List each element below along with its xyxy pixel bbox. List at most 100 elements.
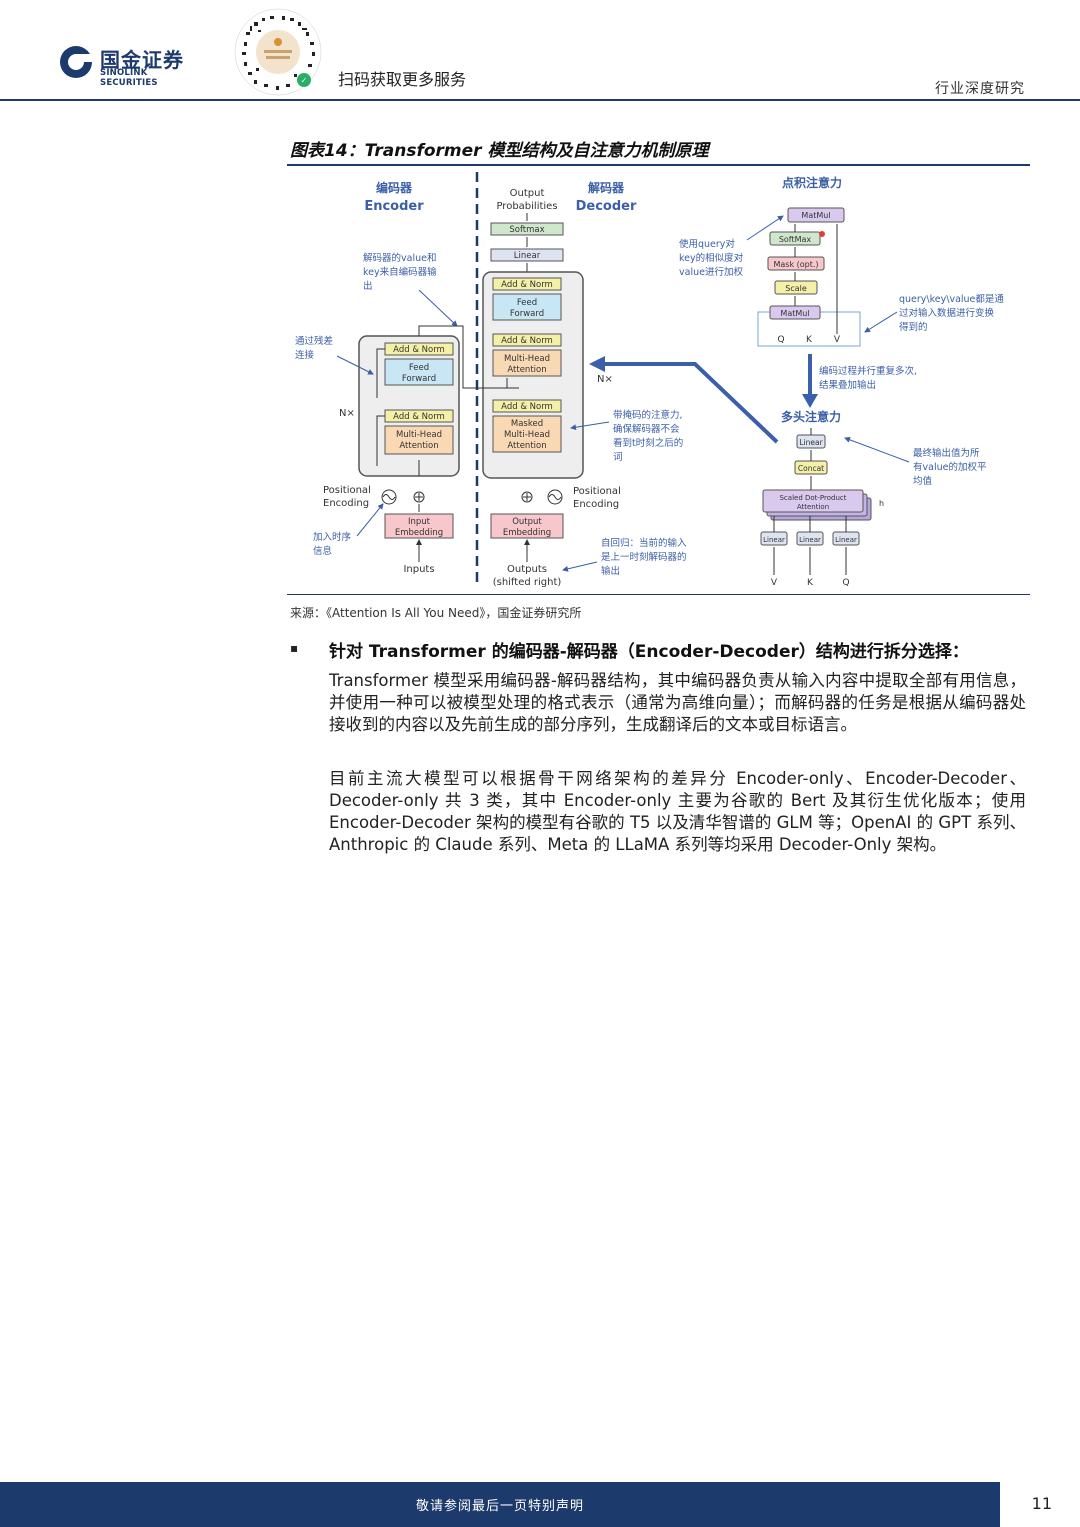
ann-repeat-line2: 结果叠加输出 [819,379,876,391]
ann-value-line2: key来自编码器输 [363,266,437,278]
ann-value-line1: 解码器的value和 [363,252,436,264]
paragraph-2: 目前主流大模型可以根据骨干网络架构的差异分 Encoder-only、Encod… [329,769,1026,854]
mh-linear-top-label: Linear [799,438,823,447]
decoder-add-norm-1-label: Add & Norm [501,280,553,290]
encoder-input-label-2: Embedding [395,528,443,538]
mh-k-label: K [807,578,814,588]
decoder-pos-label-1: Positional [573,486,621,497]
decoder-output-embedding [490,513,564,539]
outputs-label-1: Outputs [507,564,547,575]
transformer-diagram: 编码器 Encoder Add & Norm Feed Forward Add … [295,172,1004,588]
ann-mask-line1: 带掩码的注意力, [613,409,683,421]
decoder-mha-label-2: Attention [507,365,546,375]
decoder-multi-head-attention [492,349,562,377]
ann-query-line3: value进行加权 [679,266,743,278]
mh-sdpa-label-1: Scaled Dot-Product [779,494,846,502]
decoder-cn-label: 解码器 [588,180,625,195]
decoder-feed-forward [492,293,562,321]
encoder-multi-head-attention [384,425,454,455]
dot-softmax-label: SoftMax [779,235,812,244]
dot-matmul-bottom-label: MatMul [780,309,809,318]
encoder-mha-label-1: Multi-Head [396,430,442,440]
encoder-cn-label: 编码器 [375,180,413,195]
output-prob-label-2: Probabilities [496,201,557,212]
encoder-stack [358,335,460,477]
mh-linear-k-label: Linear [799,536,821,544]
ann-qkv-line3: 得到的 [899,321,928,333]
dot-scale [774,280,818,295]
figure-top-rule [287,164,1030,166]
decoder-pos-label-2: Encoding [573,499,619,510]
ann-mask-line2: 确保解码器不会 [613,423,680,435]
footer-disclaimer[interactable]: 敬请参阅最后一页特别声明 [415,1499,584,1514]
ann-query-line1: 使用query对 [679,238,735,250]
ann-residual-line1: 通过残差 [295,335,333,347]
decoder-masked-mha-label-1: Multi-Head [504,430,550,440]
ann-final-line1: 最终输出值为所 [913,447,980,459]
decoder-masked-label: Masked [511,419,543,429]
encoder-en-label: Encoder [364,199,424,214]
decoder-softmax [490,222,564,236]
decoder-add-norm-2-label: Add & Norm [501,336,553,346]
page-number: 11 [1031,1494,1052,1513]
dot-attention-title: 点积注意力 [782,175,842,190]
encoder-input-embedding [384,513,454,539]
decoder-masked-attention [492,415,562,453]
encoder-nx-label: N× [339,408,355,419]
ann-final-line3: 均值 [913,475,933,487]
logo-en-text: SINOLINK SECURITIES [100,68,158,88]
figure-bottom-rule [287,594,1030,595]
mh-v-label: V [771,578,778,588]
ann-residual-line2: 连接 [295,349,315,361]
highlight-arrow [601,362,779,444]
ann-auto-line3: 输出 [601,565,620,577]
decoder-add-norm-3-label: Add & Norm [501,402,553,412]
decoder-feed-label-1: Feed [517,298,537,308]
decoder-add-norm-1 [492,277,562,291]
header-divider [0,99,1080,101]
ann-value-line3: 出 [363,280,373,292]
document-type: 行业深度研究 [935,81,1025,97]
page-header: 国金证券 SINOLINK SECURITIES ✓ 扫码获取更多服务 行业深度… [0,0,1080,101]
figure-title: 图表14：Transformer 模型结构及自注意力机制原理 [290,141,709,161]
mh-linear-q-label: Linear [763,536,785,544]
decoder-add-norm-3 [492,399,562,413]
qr-code-icon[interactable]: ✓ [234,8,322,96]
ann-pos-line1: 加入时序 [313,531,352,543]
figure-source: 来源：《Attention Is All You Need》，国金证券研究所 [290,606,582,620]
decoder-nx-label: N× [597,374,613,385]
inputs-label: Inputs [403,564,434,575]
bullet-icon: ▪ [290,641,299,655]
decoder-output-label-2: Embedding [503,528,551,538]
encoder-pos-label-1: Positional [323,485,371,496]
ann-final-line2: 有value的加权平 [913,461,987,473]
section-heading: 针对 Transformer 的编码器-解码器（Encoder-Decoder）… [329,642,969,662]
encoder-mha-label-2: Attention [399,441,438,451]
svg-text:✓: ✓ [301,76,308,85]
encoder-feed-forward [384,358,454,386]
dot-mask [767,256,825,271]
dot-scale-label: Scale [785,284,807,293]
mh-sdpa-label-2: Attention [797,503,829,511]
mh-concat-label: Concat [798,464,824,473]
encoder-add-norm-1-label: Add & Norm [393,345,445,355]
mh-q-label: Q [842,578,849,588]
output-prob-label-1: Output [510,188,545,199]
ann-pos-line2: 信息 [313,545,332,557]
dot-v-label: V [834,335,841,345]
encoder-pos-label-2: Encoding [323,498,369,509]
paragraph-1: Transformer 模型采用编码器-解码器结构，其中编码器负责从输入内容中提… [329,671,1026,734]
mh-linear-v-label: Linear [835,536,857,544]
ann-auto-line2: 是上一时刻解码器的 [601,551,687,563]
ann-mask-line3: 看到t时刻之后的 [613,437,683,449]
ann-query-line2: key的相似度对 [679,252,744,264]
company-logo: 国金证券 SINOLINK SECURITIES [58,44,208,88]
dot-matmul-top-label: MatMul [801,211,830,220]
dot-k-label: K [806,335,813,345]
ann-mask-line4: 词 [613,452,623,463]
encoder-input-label-1: Input [408,517,431,527]
qr-service-text: 扫码获取更多服务 [338,70,467,89]
page-footer: 敬请参阅最后一页特别声明 [0,1482,1000,1527]
ann-qkv-line1: query\key\value都是通 [899,294,1004,305]
decoder-linear-label: Linear [514,251,541,261]
